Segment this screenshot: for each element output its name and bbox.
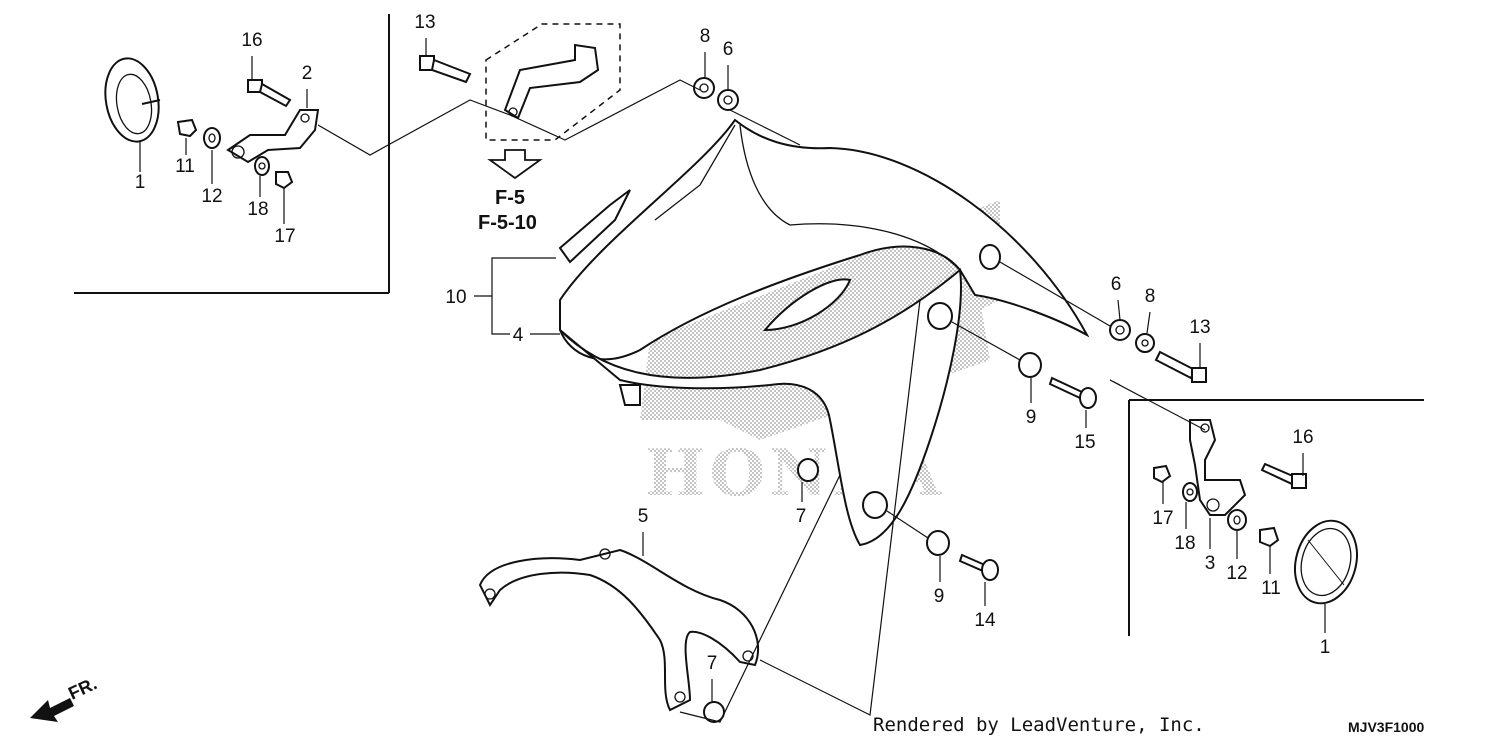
grommet-6-top xyxy=(717,89,739,111)
callout-16-right: 16 xyxy=(1292,427,1313,448)
leader-lines xyxy=(139,38,1326,723)
callout-10: 10 xyxy=(445,287,466,308)
grommet-9-lower xyxy=(926,530,950,556)
callout-18-left: 18 xyxy=(247,199,268,220)
bolt-16-right xyxy=(1260,462,1307,489)
callout-12-right: 12 xyxy=(1226,563,1247,584)
washer-8-top xyxy=(693,77,715,99)
front-fender xyxy=(559,118,1090,547)
callout-11-right: 11 xyxy=(1261,578,1281,599)
reference-label-1: F-5 xyxy=(495,187,525,209)
callout-9-lower: 9 xyxy=(934,586,945,607)
bolt-13-top xyxy=(419,55,472,84)
washer-8-right xyxy=(1135,333,1155,353)
bolt-15 xyxy=(1048,376,1097,409)
callout-7-upper: 7 xyxy=(796,506,807,527)
washer-18-right xyxy=(1182,482,1198,502)
callout-12-left: 12 xyxy=(201,186,222,207)
inset-frame-right xyxy=(1128,399,1424,636)
inset-frame-left xyxy=(74,14,390,294)
callout-14: 14 xyxy=(974,610,996,631)
callout-18-right: 18 xyxy=(1174,533,1195,554)
callout-15: 15 xyxy=(1074,432,1095,453)
washer-18-left xyxy=(254,156,270,176)
grommet-6-right xyxy=(1109,319,1131,341)
callout-4: 4 xyxy=(513,325,524,346)
nut-17-right xyxy=(1153,464,1172,484)
nut-11-left xyxy=(176,118,198,138)
bolt-16-left xyxy=(247,79,292,108)
bolt-13-right xyxy=(1154,350,1207,383)
callout-16-left: 16 xyxy=(241,30,262,51)
clip-7-upper xyxy=(797,458,819,482)
fender-brace xyxy=(478,548,760,712)
callout-8-right: 8 xyxy=(1145,286,1156,307)
callout-3: 3 xyxy=(1205,553,1216,574)
callout-13-top: 13 xyxy=(414,12,435,33)
callout-1-right: 1 xyxy=(1320,637,1331,658)
credit-text: Rendered by LeadVenture, Inc. xyxy=(873,714,1205,736)
bolt-14 xyxy=(958,553,999,581)
callout-7-lower: 7 xyxy=(707,653,718,674)
bracket-2 xyxy=(226,109,320,164)
callout-13-right: 13 xyxy=(1189,317,1210,338)
reference-box xyxy=(485,23,621,141)
washer-12-right xyxy=(1227,509,1247,531)
callout-2: 2 xyxy=(302,63,313,84)
nut-17-left xyxy=(275,171,294,190)
washer-12-left xyxy=(203,127,221,149)
callout-11-left: 11 xyxy=(175,156,195,177)
reference-label-2: F-5-10 xyxy=(478,212,537,234)
callout-1-left: 1 xyxy=(135,172,146,193)
grommet-fender-mid xyxy=(927,302,953,330)
callout-6-top: 6 xyxy=(723,39,734,60)
clip-7-lower xyxy=(703,701,725,723)
callout-6-right: 6 xyxy=(1111,274,1122,295)
callout-17-left: 17 xyxy=(274,226,295,247)
diagram-code: MJV3F1000 xyxy=(1348,719,1424,735)
callout-9-upper: 9 xyxy=(1026,407,1037,428)
reflector-right xyxy=(1294,519,1358,605)
fender-decal xyxy=(558,189,631,264)
callout-17-right: 17 xyxy=(1152,508,1173,529)
grommet-fender-upper xyxy=(979,244,1001,270)
front-direction-arrow xyxy=(30,698,74,722)
reflector-left xyxy=(104,57,161,143)
grommet-fender-lower xyxy=(862,491,888,519)
callout-5: 5 xyxy=(638,506,649,527)
reference-arrow xyxy=(487,149,543,180)
callout-8-top: 8 xyxy=(700,26,711,47)
grommet-9-upper xyxy=(1018,352,1042,378)
nut-11-right xyxy=(1259,526,1280,548)
bracket-3 xyxy=(1189,419,1247,516)
